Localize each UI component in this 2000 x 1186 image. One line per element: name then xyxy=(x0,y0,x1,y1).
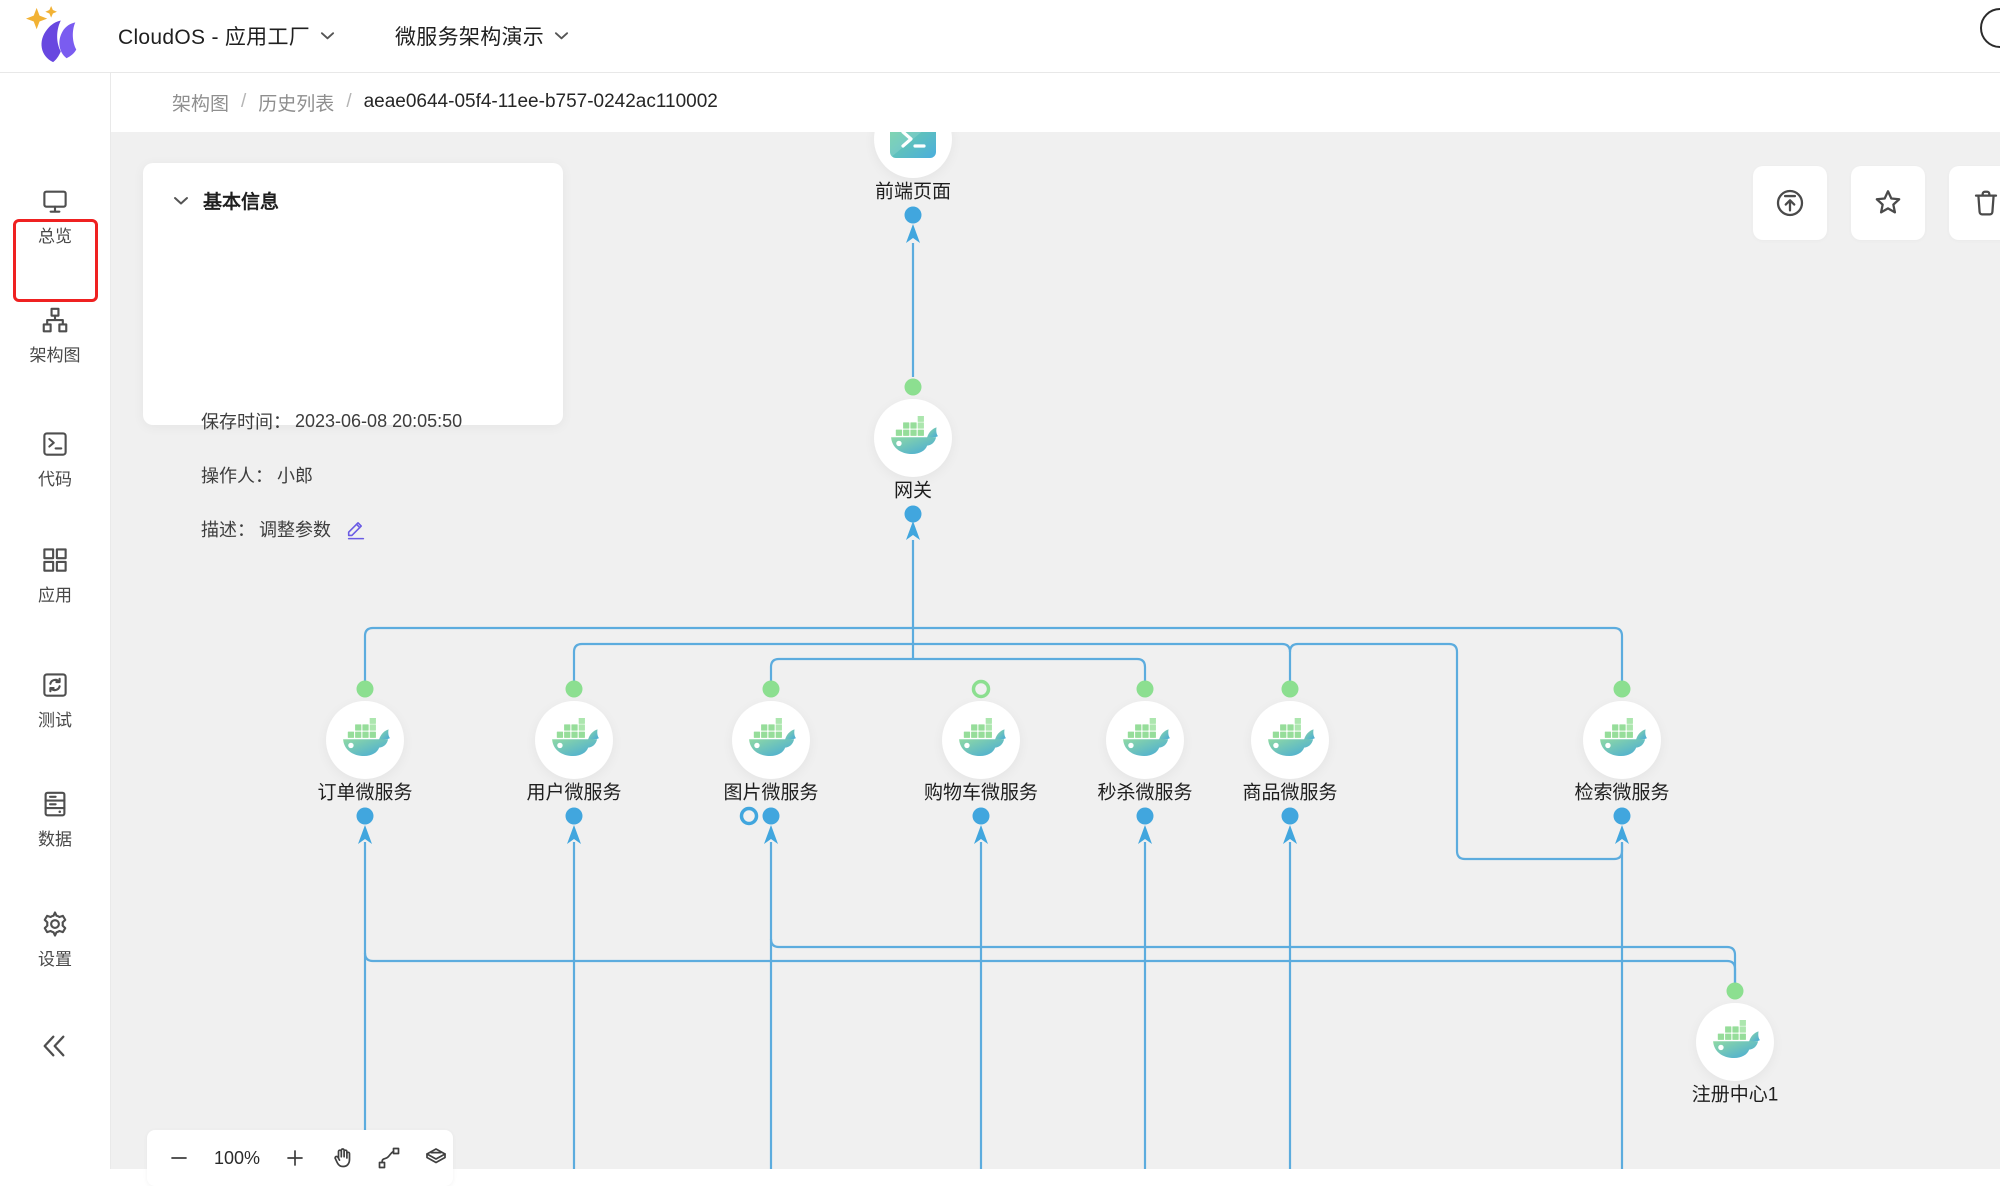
sidebar-item-gear[interactable]: 设置 xyxy=(0,909,110,970)
chevron-down-icon xyxy=(320,31,335,41)
node-label-registry: 注册中心1 xyxy=(1692,1080,1779,1107)
basic-info-panel: 基本信息 保存时间：2023-06-08 20:05:50 操作人：小郎 描述：… xyxy=(143,163,563,425)
info-row-save-time: 保存时间：2023-06-08 20:05:50 xyxy=(201,408,462,434)
node-order[interactable] xyxy=(326,701,404,779)
sidebar-item-grid[interactable]: 应用 xyxy=(0,545,110,606)
sidebar-item-label: 测试 xyxy=(38,706,72,731)
gear-icon xyxy=(40,909,70,939)
monitor-icon xyxy=(40,186,70,216)
node-label-order: 订单微服务 xyxy=(317,778,412,805)
docker-whale-icon xyxy=(1597,718,1647,762)
sidebar-item-code[interactable]: 代码 xyxy=(0,429,110,490)
publish-button[interactable] xyxy=(1753,166,1827,240)
sidebar-item-sitemap[interactable]: 架构图 xyxy=(0,305,110,366)
breadcrumb-link-history[interactable]: 历史列表 xyxy=(258,89,334,116)
node-product[interactable] xyxy=(1251,701,1329,779)
breadcrumb: 架构图 / 历史列表 / aeae0644-05f4-11ee-b757-024… xyxy=(110,72,2000,132)
sidebar-nav: 总览 架构图 代码 应用 测试 数据 设置 xyxy=(0,72,111,1169)
docker-whale-icon xyxy=(956,718,1006,762)
favorite-button[interactable] xyxy=(1851,166,1925,240)
upload-icon xyxy=(1774,187,1806,219)
node-seckill[interactable] xyxy=(1106,701,1184,779)
node-search[interactable] xyxy=(1583,701,1661,779)
sidebar-item-label: 总览 xyxy=(38,222,72,247)
canvas-toolbar: 100% xyxy=(147,1130,453,1186)
node-gateway[interactable] xyxy=(874,399,952,477)
db-icon xyxy=(40,789,70,819)
sidebar-collapse-button[interactable] xyxy=(38,1030,70,1062)
workspace-title: CloudOS - 应用工厂 xyxy=(118,21,310,51)
breadcrumb-separator: / xyxy=(346,91,351,113)
app-header: CloudOS - 应用工厂 微服务架构演示 xyxy=(0,0,2000,73)
node-label-product: 商品微服务 xyxy=(1242,778,1337,805)
sidebar-item-label: 架构图 xyxy=(30,341,81,366)
trash-icon xyxy=(1970,187,2000,219)
delete-button[interactable] xyxy=(1949,166,2000,240)
node-label-seckill: 秒杀微服务 xyxy=(1097,778,1192,805)
edit-description-icon[interactable] xyxy=(345,517,367,541)
docker-whale-icon xyxy=(549,718,599,762)
panel-title: 基本信息 xyxy=(203,187,279,214)
docker-whale-icon xyxy=(1710,1020,1760,1064)
sitemap-icon xyxy=(40,305,70,335)
connector-tool[interactable] xyxy=(377,1146,401,1170)
code-icon xyxy=(40,429,70,459)
sidebar-item-test[interactable]: 测试 xyxy=(0,670,110,731)
zoom-in-button[interactable] xyxy=(283,1146,307,1170)
sidebar-item-db[interactable]: 数据 xyxy=(0,789,110,850)
breadcrumb-current-id: aeae0644-05f4-11ee-b757-0242ac110002 xyxy=(364,91,718,113)
chevron-down-icon xyxy=(554,31,569,41)
project-switcher[interactable]: 微服务架构演示 xyxy=(395,0,569,72)
pan-hand-tool[interactable] xyxy=(330,1146,354,1170)
docker-whale-icon xyxy=(340,718,390,762)
node-label-user: 用户微服务 xyxy=(526,778,621,805)
docker-whale-icon xyxy=(1265,718,1315,762)
node-registry[interactable] xyxy=(1696,1003,1774,1081)
breadcrumb-separator: / xyxy=(241,91,246,113)
collapse-chevron-icon[interactable] xyxy=(173,196,189,206)
sidebar-item-monitor[interactable]: 总览 xyxy=(0,186,110,247)
zoom-out-button[interactable] xyxy=(167,1146,191,1170)
project-title: 微服务架构演示 xyxy=(395,21,544,51)
docker-whale-icon xyxy=(888,416,938,460)
node-user[interactable] xyxy=(535,701,613,779)
node-label-cart: 购物车微服务 xyxy=(924,778,1038,805)
info-row-description: 描述：调整参数 xyxy=(201,516,367,542)
sidebar-item-label: 代码 xyxy=(38,465,72,490)
cloudos-logo-icon[interactable] xyxy=(24,6,86,64)
sidebar-item-label: 数据 xyxy=(38,825,72,850)
zoom-level[interactable]: 100% xyxy=(214,1148,260,1169)
node-label-search: 检索微服务 xyxy=(1574,778,1669,805)
star-icon xyxy=(1872,187,1904,219)
docker-whale-icon xyxy=(746,718,796,762)
node-image[interactable] xyxy=(732,701,810,779)
layers-tool[interactable] xyxy=(424,1146,448,1170)
sidebar-item-label: 设置 xyxy=(38,945,72,970)
docker-whale-icon xyxy=(1120,718,1170,762)
breadcrumb-link-architecture[interactable]: 架构图 xyxy=(172,89,229,116)
node-label-image: 图片微服务 xyxy=(723,778,818,805)
user-avatar[interactable] xyxy=(1980,8,2000,48)
sidebar-item-label: 应用 xyxy=(38,581,72,606)
node-label-gateway: 网关 xyxy=(894,476,932,503)
node-cart[interactable] xyxy=(942,701,1020,779)
info-row-operator: 操作人：小郎 xyxy=(201,462,313,488)
grid-icon xyxy=(40,545,70,575)
node-label-frontend: 前端页面 xyxy=(875,177,951,204)
test-icon xyxy=(40,670,70,700)
workspace-switcher[interactable]: CloudOS - 应用工厂 xyxy=(118,0,335,72)
